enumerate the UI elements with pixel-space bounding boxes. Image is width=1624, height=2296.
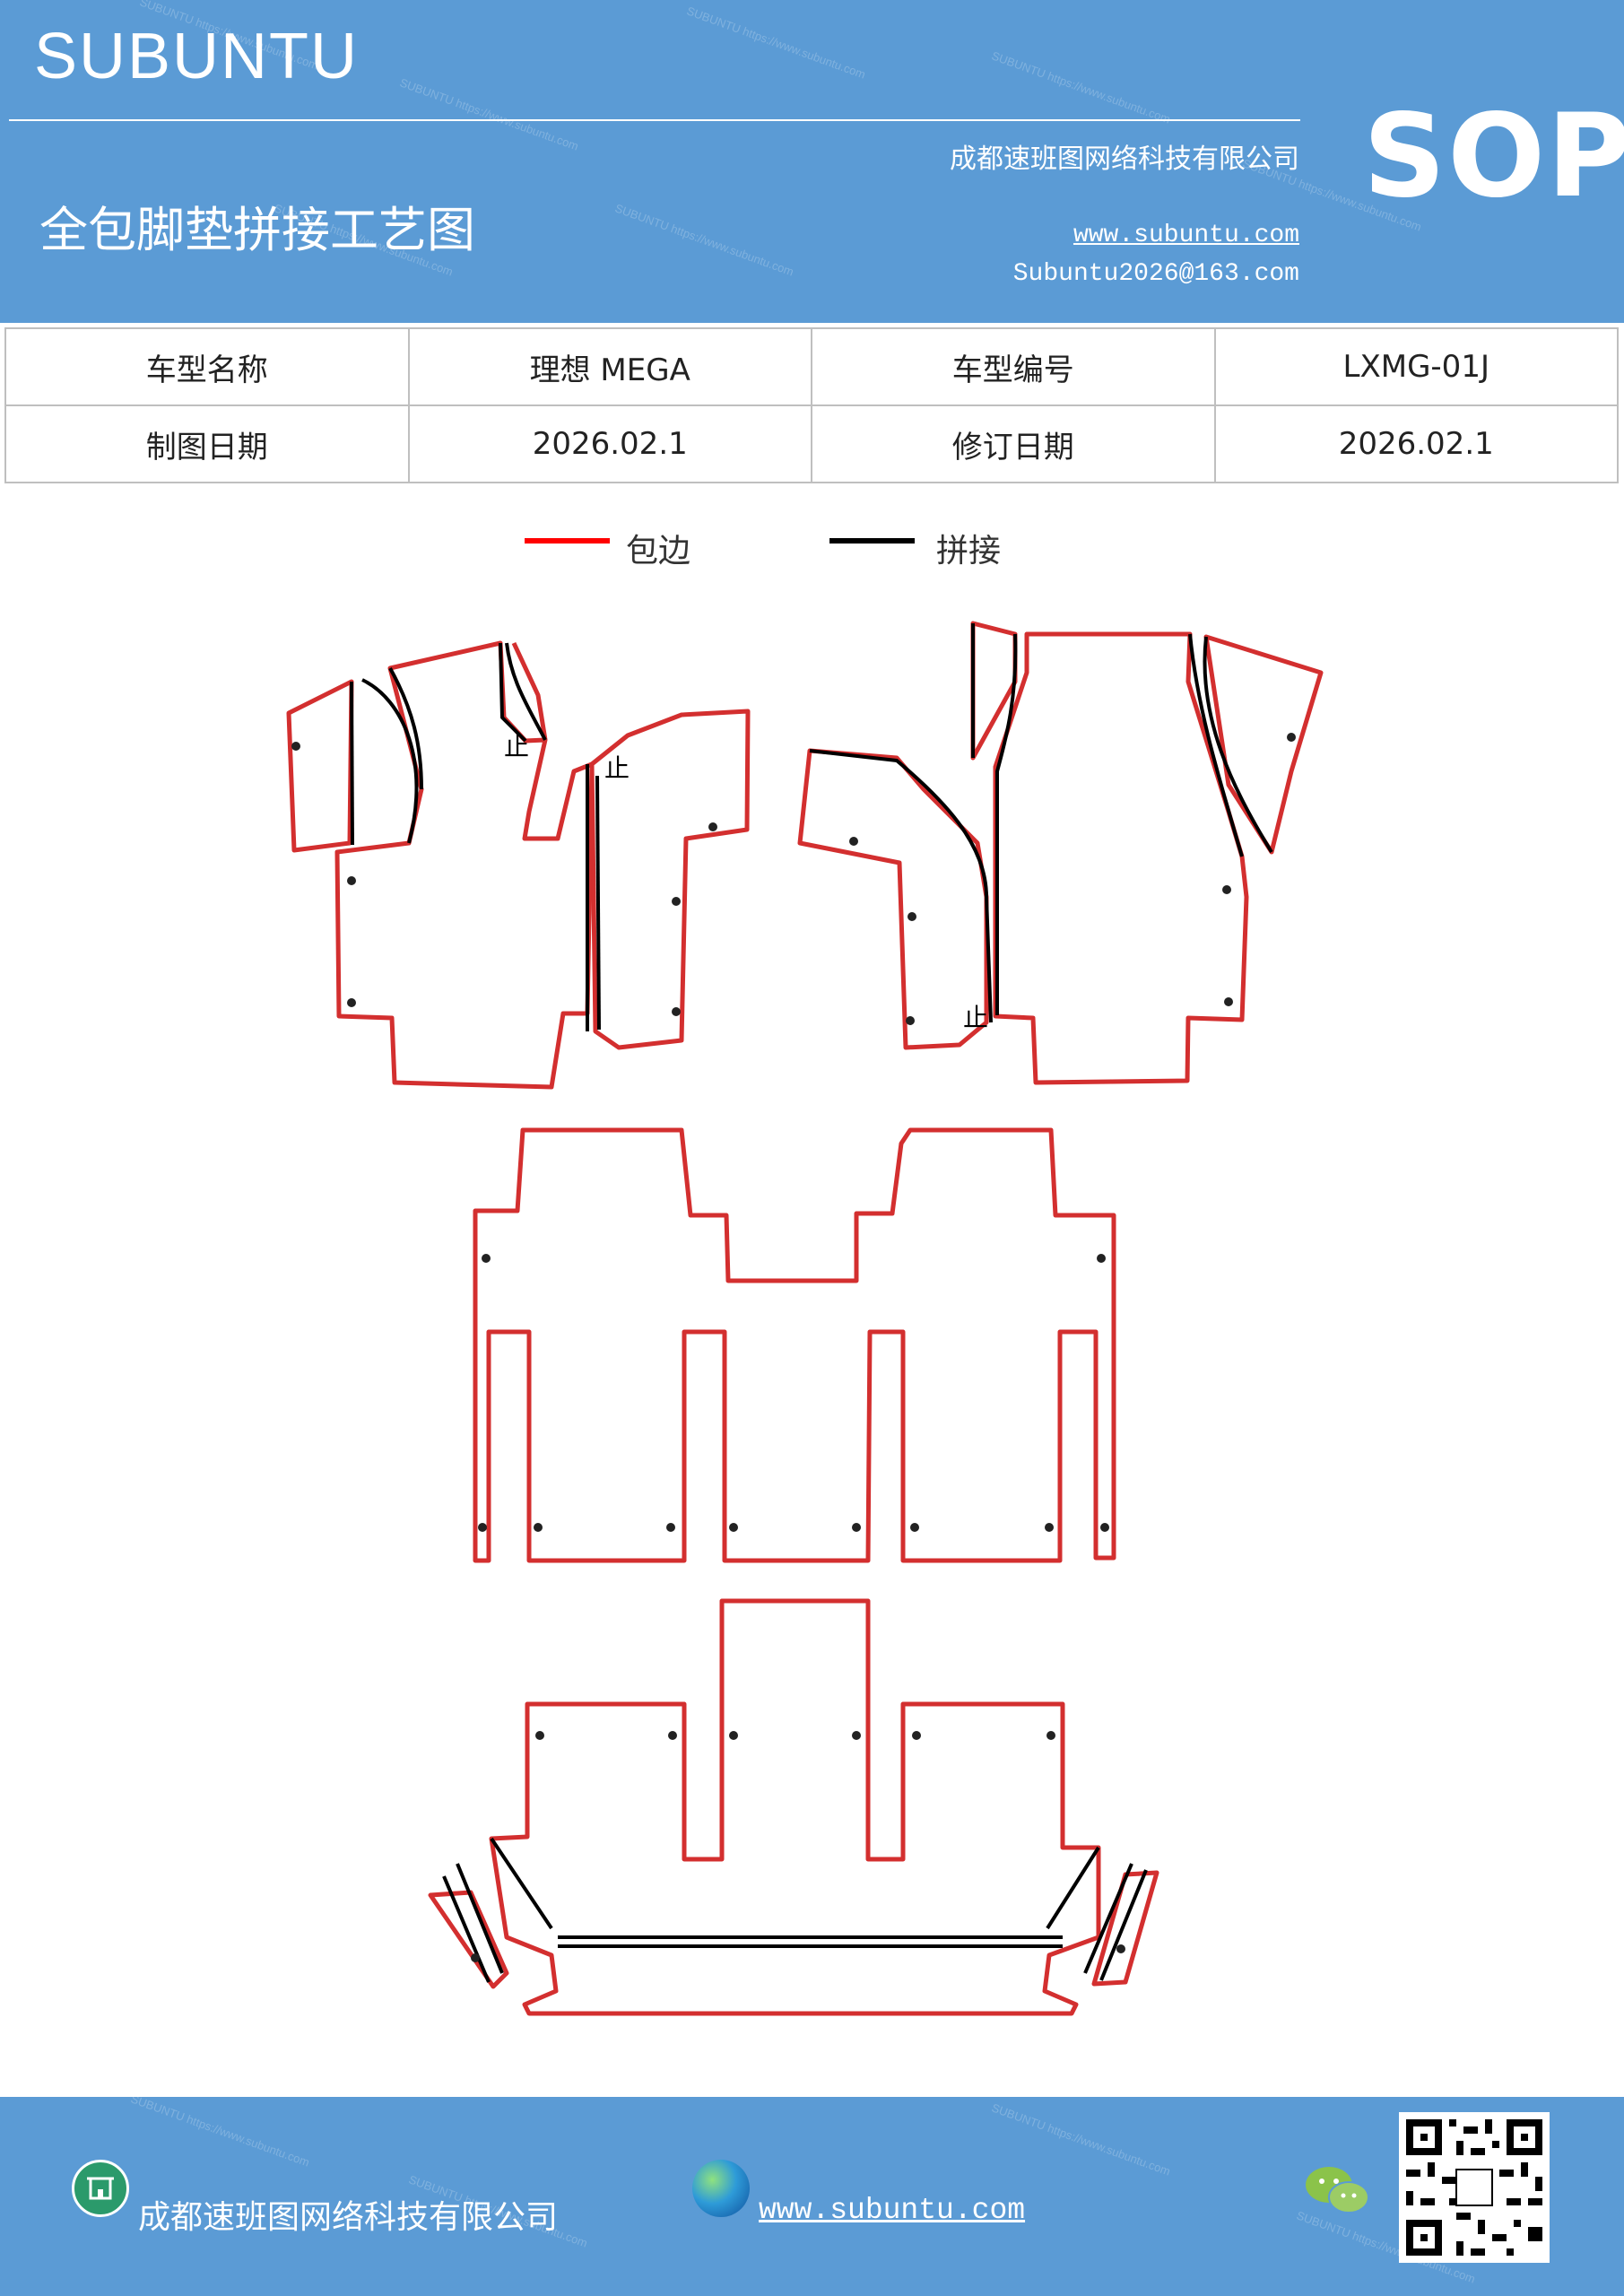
driver-side-strip xyxy=(511,641,548,741)
sop-badge: SOP xyxy=(1363,90,1624,223)
label-model-code: 车型编号 xyxy=(811,327,1216,406)
brand-name: SUBUNTU xyxy=(34,21,360,92)
table-row: 制图日期 2026.02.1 修订日期 2026.02.1 xyxy=(4,404,1619,483)
label-revise-date: 修订日期 xyxy=(811,404,1216,483)
fastener-dot xyxy=(1097,1254,1106,1263)
fastener-dot xyxy=(471,1953,480,1962)
legend-seam-swatch xyxy=(829,538,915,544)
fastener-dot xyxy=(1116,1944,1125,1953)
fastener-dot xyxy=(708,822,717,831)
fastener-dot xyxy=(729,1523,738,1532)
legend: 包边 拼接 xyxy=(0,525,1624,570)
seam xyxy=(361,678,419,844)
qr-code-icon xyxy=(1399,2112,1550,2263)
website-link[interactable]: www.subuntu.com xyxy=(1073,222,1299,249)
seam xyxy=(1099,1869,1148,1981)
third-row-mat xyxy=(489,1598,1101,2016)
fastener-dot xyxy=(666,1523,675,1532)
seam xyxy=(1203,636,1273,854)
value-model-code: LXMG-01J xyxy=(1213,327,1619,406)
watermark: SUBUNTU https://www.subuntu.com xyxy=(989,2100,1173,2179)
watermark: SUBUNTU https://www.subuntu.com xyxy=(128,2097,312,2170)
seam xyxy=(1046,1846,1100,1930)
label-draw-date: 制图日期 xyxy=(4,404,410,483)
seam xyxy=(505,642,547,741)
fastener-dot xyxy=(1224,997,1233,1006)
fastener-dot xyxy=(482,1254,491,1263)
legend-edge-swatch xyxy=(525,538,610,544)
value-revise-date: 2026.02.1 xyxy=(1213,404,1619,483)
page-title: 全包脚垫拼接工艺图 xyxy=(39,202,475,258)
fastener-dots xyxy=(291,733,1296,1962)
seam xyxy=(388,667,423,790)
email-address: Subuntu2026@163.com xyxy=(1012,260,1299,288)
seam xyxy=(809,749,993,1023)
legend-edge-label: 包边 xyxy=(626,533,691,570)
value-draw-date: 2026.02.1 xyxy=(407,404,812,483)
fastener-dot xyxy=(852,1731,861,1740)
fastener-dot xyxy=(534,1523,543,1532)
fastener-dot xyxy=(668,1731,677,1740)
footer-banner: SUBUNTU https://www.subuntu.com SUBUNTU … xyxy=(0,2097,1624,2296)
fastener-dot xyxy=(347,876,356,885)
vehicle-info-table: 车型名称 理想 MEGA 车型编号 LXMG-01J 制图日期 2026.02.… xyxy=(4,327,1619,483)
driver-mat xyxy=(334,640,595,1090)
value-model-name: 理想 MEGA xyxy=(407,327,812,406)
footer-company-name: 成都速班图网络科技有限公司 xyxy=(138,2199,559,2236)
fastener-dot xyxy=(291,742,300,751)
fastener-dot xyxy=(1046,1731,1055,1740)
footer-website-link[interactable]: www.subuntu.com xyxy=(759,2194,1026,2227)
stop-mark: 止 xyxy=(504,732,529,761)
fastener-dot xyxy=(908,912,916,921)
seam xyxy=(595,775,601,1031)
seam xyxy=(442,1875,491,1983)
header-banner: SUBUNTU https://www.subuntu.com SUBUNTU … xyxy=(0,0,1624,323)
fastener-dot xyxy=(347,998,356,1007)
fastener-dot xyxy=(1045,1523,1054,1532)
passenger-left-piece xyxy=(797,748,989,1050)
fastener-dot xyxy=(729,1731,738,1740)
seam-lines xyxy=(350,623,1273,1983)
seam xyxy=(490,1837,553,1930)
fastener-dot xyxy=(672,897,681,906)
globe-icon xyxy=(692,2160,750,2217)
rear-left-wing xyxy=(428,1890,509,1989)
fastener-dot xyxy=(1222,885,1231,894)
table-row: 车型名称 理想 MEGA 车型编号 LXMG-01J xyxy=(4,327,1619,406)
legend-seam-label: 拼接 xyxy=(936,533,1002,570)
driver-side-panel xyxy=(286,679,354,853)
seam xyxy=(499,642,527,743)
fastener-dot xyxy=(912,1731,921,1740)
fastener-dot xyxy=(672,1007,681,1016)
building-icon xyxy=(72,2160,129,2217)
fastener-dot xyxy=(906,1016,915,1025)
stop-mark: 止 xyxy=(963,1003,988,1032)
passenger-top-strip xyxy=(970,621,1018,761)
header-divider xyxy=(9,119,1300,121)
fastener-dot xyxy=(1100,1523,1109,1532)
stop-mark: 止 xyxy=(604,753,630,783)
seam xyxy=(995,633,1018,1015)
seam xyxy=(1188,633,1244,857)
fastener-dot xyxy=(1287,733,1296,742)
fastener-dot xyxy=(535,1731,544,1740)
fastener-dot xyxy=(852,1523,861,1532)
company-name: 成都速班图网络科技有限公司 xyxy=(950,144,1299,175)
mat-edge-outlines xyxy=(286,621,1324,2016)
fastener-dot xyxy=(910,1523,919,1532)
fastener-dot xyxy=(478,1523,487,1532)
seam xyxy=(1083,1863,1133,1974)
second-row-mat xyxy=(473,1127,1116,1563)
fastener-dot xyxy=(849,837,858,846)
label-model-name: 车型名称 xyxy=(4,327,410,406)
passenger-right-panel xyxy=(1203,634,1324,855)
wechat-icon[interactable] xyxy=(1302,2161,1374,2221)
seam xyxy=(456,1863,504,1974)
stop-marks: 止 止 止 xyxy=(504,732,988,1032)
center-console-left xyxy=(589,709,751,1050)
